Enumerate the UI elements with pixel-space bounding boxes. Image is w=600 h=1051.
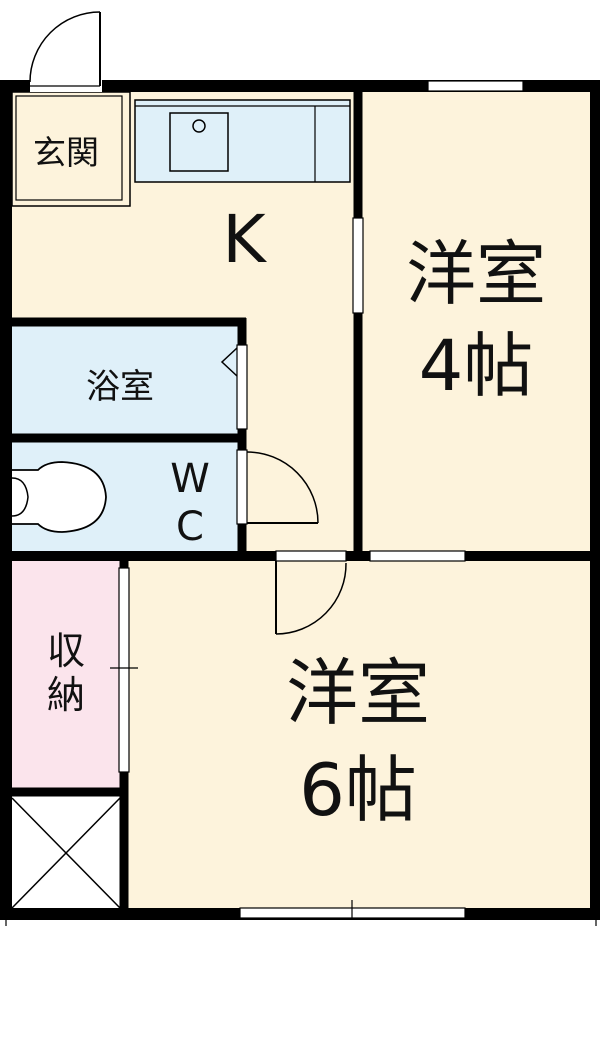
closet-cross-b (11, 797, 121, 909)
opening-k-w4 (352, 217, 364, 314)
entrance-inner (15, 95, 123, 201)
window-w4-top (427, 80, 524, 92)
label-w6-size: 6帖 (299, 748, 417, 832)
sink (169, 112, 229, 172)
entry-door-arc (29, 11, 101, 83)
door-w6-gap (275, 550, 347, 562)
door-w6-arc (275, 562, 347, 635)
kitchen-counter (134, 99, 351, 183)
toilet-icon (12, 461, 107, 533)
label-w4-size: 4帖 (419, 325, 534, 407)
label-w6-name: 洋室 (286, 651, 430, 735)
sink-drain (192, 119, 206, 133)
label-storage-2: 納 (47, 673, 85, 717)
bath-door-gap (236, 344, 248, 430)
opening-w4-bottom (369, 550, 466, 562)
wc-door-gap (236, 449, 248, 525)
label-storage-1: 収 (47, 629, 85, 673)
toilet-tank-icon (11, 477, 29, 517)
wc-door-arc (246, 451, 319, 524)
label-w4-name: 洋室 (406, 233, 546, 315)
western-6-floor (125, 558, 590, 908)
label-wc-w: W (170, 456, 210, 502)
storage-floor (12, 558, 125, 790)
label-kitchen: K (222, 201, 267, 278)
bath-floor (12, 324, 242, 436)
label-wc-c: C (176, 504, 204, 550)
label-entrance: 玄関 (33, 133, 99, 172)
label-bath: 浴室 (86, 367, 154, 407)
bath-door-fold (220, 347, 238, 377)
western-4-floor (358, 92, 590, 552)
storage-door (118, 567, 130, 773)
